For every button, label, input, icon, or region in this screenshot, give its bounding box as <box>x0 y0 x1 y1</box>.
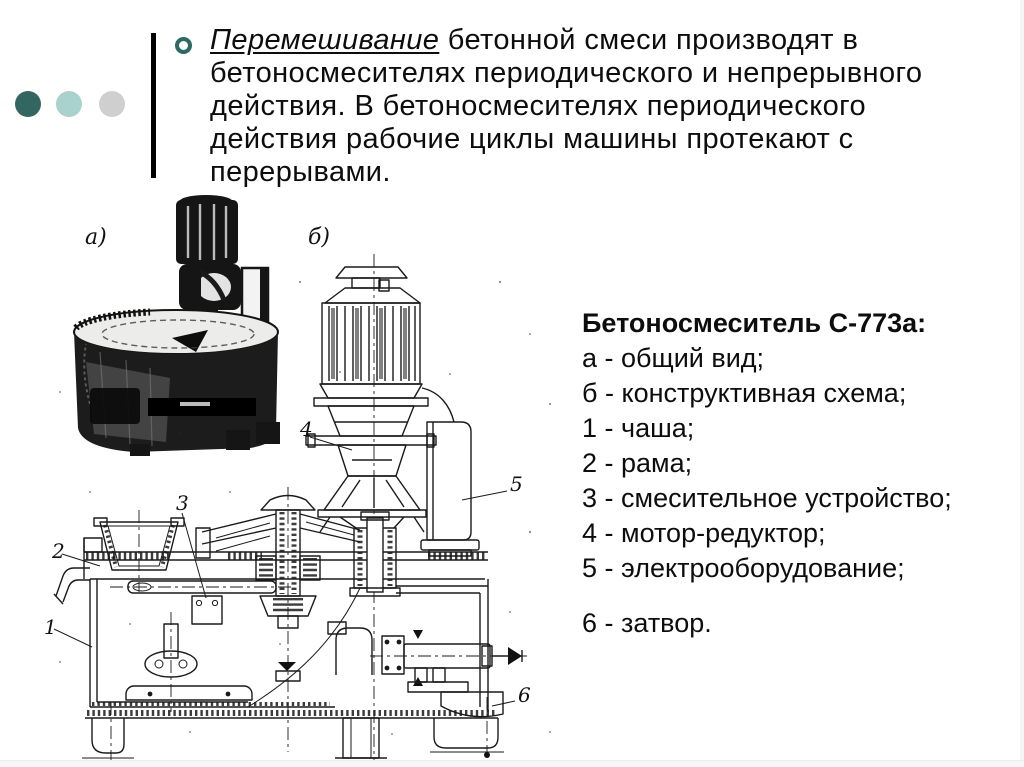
scan-noise <box>59 280 552 735</box>
right-casing-drawing <box>275 579 489 712</box>
body-text: Перемешивание бетонной смеси производят … <box>210 24 1010 189</box>
legend-item: а - общий вид; <box>582 343 765 373</box>
sectional-schematic: б) <box>44 225 552 766</box>
frame-drawing <box>83 537 488 580</box>
mixing-device-drawing <box>110 580 292 712</box>
callout-4: 4 <box>299 417 313 441</box>
callout-5: 5 <box>510 472 523 496</box>
legend-item: б - конструктивная схема; <box>582 378 907 408</box>
figure-label-a: а) <box>85 225 107 250</box>
gate-actuator-drawing <box>370 630 530 718</box>
legend-item: 3 - смесительное устройство; <box>582 483 952 513</box>
body-text-lead-word: Перемешивание <box>210 24 440 56</box>
callout-6: 6 <box>518 683 531 707</box>
callout-1: 1 <box>44 615 57 639</box>
figure-callouts: 1 2 3 4 5 6 <box>44 417 531 707</box>
body-text-line: действия. В бетоносмесителях периодическ… <box>210 90 867 122</box>
electrical-cabinet-drawing <box>420 387 480 557</box>
body-text-line: Перемешивание бетонной смеси производят … <box>210 24 1010 57</box>
mixer-figure: а) б) <box>44 195 552 766</box>
base-frame-drawing <box>82 697 504 766</box>
body-text-line1-rest: бетонной смеси производят в <box>439 24 859 56</box>
general-view-photo: а) <box>73 195 280 456</box>
body-text-line: действия рабочие циклы машины протекают … <box>210 123 854 155</box>
legend-item: 5 - электрооборудование; <box>582 553 905 583</box>
legend-item: 1 - чаша; <box>582 413 695 443</box>
legend-item: 4 - мотор-редуктор; <box>582 518 826 548</box>
bearing-column-drawing <box>349 511 401 597</box>
figure-label-b: б) <box>308 225 330 250</box>
deco-dot-dark-teal <box>15 91 41 117</box>
body-text-line: бетоносмесителях периодического и непрер… <box>210 57 923 89</box>
vertical-rule <box>151 33 156 178</box>
figure-legend: Бетоносмеситель С-773а: а - общий вид; б… <box>582 306 1012 641</box>
deco-dot-light-teal <box>56 91 82 117</box>
slide-edge-bottom <box>0 760 1024 767</box>
deco-dot-gray <box>99 91 125 117</box>
legend-item: 2 - рама; <box>582 448 693 478</box>
slide-edge-right <box>1020 0 1024 767</box>
body-text-line: перерывами. <box>210 156 391 188</box>
callout-2: 2 <box>51 539 65 563</box>
legend-title: Бетоносмеситель С-773а: <box>582 308 927 338</box>
hopper-drawing <box>53 510 185 605</box>
bullet-ring-icon <box>175 37 192 54</box>
gear-transmission-drawing <box>195 487 361 752</box>
bowl-drawing <box>89 579 361 708</box>
legend-item: 6 - затвор. <box>582 608 712 638</box>
callout-3: 3 <box>176 491 189 515</box>
motor-reducer-drawing <box>305 266 437 533</box>
